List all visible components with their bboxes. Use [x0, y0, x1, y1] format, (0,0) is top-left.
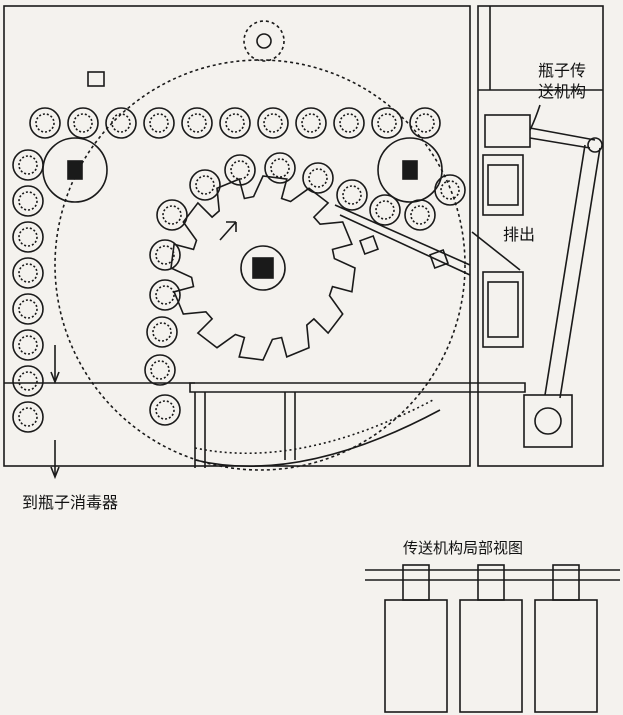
bottle-carrier	[149, 394, 181, 426]
bottle-carrier	[12, 221, 44, 253]
base-frame	[189, 382, 526, 468]
bottle-carrier	[12, 401, 44, 433]
bottle-carrier	[434, 174, 466, 206]
bottle-carrier-inner	[155, 285, 175, 305]
detail-clamp	[477, 564, 505, 601]
bottle-carrier-inner	[342, 185, 362, 205]
top-small-sprocket	[243, 20, 285, 62]
bottle-carrier-inner	[149, 113, 169, 133]
bottle-carrier	[12, 149, 44, 181]
bottle-carrier-inner	[18, 155, 38, 175]
bottle-carrier	[29, 107, 61, 139]
detail-bottle-holder	[534, 599, 598, 713]
bottle-carrier-inner	[263, 113, 283, 133]
down-arrow	[50, 345, 60, 480]
bottle-carrier-inner	[339, 113, 359, 133]
to-bottle-sterilizer-label: 到瓶子消毒器	[22, 493, 119, 512]
bottle-carrier	[404, 199, 436, 231]
bottle-carrier	[67, 107, 99, 139]
bottle-carrier	[149, 239, 181, 271]
bottle-carrier-inner	[73, 113, 93, 133]
bottle-carrier	[369, 194, 401, 226]
bottle-conveyor-label: 瓶子传 送机构	[538, 60, 586, 102]
bottle-carrier-inner	[18, 335, 38, 355]
detail-bottle-holder	[459, 599, 523, 713]
bottle-carrier	[12, 365, 44, 397]
bottle-carrier-inner	[111, 113, 131, 133]
bottle-carrier	[12, 293, 44, 325]
bottle-carrier-inner	[152, 322, 172, 342]
bottle-carrier-inner	[301, 113, 321, 133]
bottle-carrier	[264, 152, 296, 184]
bottle-carrier-inner	[35, 113, 55, 133]
bottle-carrier-chain	[12, 107, 466, 433]
bottle-carrier-inner	[270, 158, 290, 178]
detail-clamp	[552, 564, 580, 601]
bottle-carrier	[143, 107, 175, 139]
bottle-carrier	[149, 279, 181, 311]
bottle-carrier-inner	[18, 299, 38, 319]
detail-bottle-holder	[384, 599, 448, 713]
bottle-conveyor-label-line2: 送机构	[538, 82, 587, 101]
bottle-carrier-inner	[440, 180, 460, 200]
bottle-carrier	[146, 316, 178, 348]
bottle-carrier	[333, 107, 365, 139]
bottle-carrier-inner	[375, 200, 395, 220]
bottle-carrier-inner	[150, 360, 170, 380]
bottle-carrier-inner	[187, 113, 207, 133]
bottle-carrier-inner	[410, 205, 430, 225]
left-drive-sprocket	[42, 137, 108, 203]
bottle-carrier	[105, 107, 137, 139]
label-leader-line	[529, 104, 541, 131]
bottle-carrier-inner	[18, 371, 38, 391]
bottle-carrier	[144, 354, 176, 386]
bottle-carrier	[371, 107, 403, 139]
bottle-carrier-inner	[225, 113, 245, 133]
bottle-carrier	[181, 107, 213, 139]
bottle-carrier	[12, 185, 44, 217]
bottle-carrier	[12, 329, 44, 361]
bottle-carrier-inner	[18, 407, 38, 427]
bottle-conveyor-label-line1: 瓶子传	[538, 61, 587, 80]
discharge-chute	[334, 154, 524, 348]
bottle-carrier	[302, 162, 334, 194]
bottle-carrier-inner	[415, 113, 435, 133]
bottle-carrier-inner	[18, 263, 38, 283]
discharge-label: 排出	[503, 225, 536, 244]
bottle-carrier-inner	[377, 113, 397, 133]
lever-arm	[484, 114, 603, 448]
detail-clamp	[402, 564, 430, 601]
conveyor-detail-view-title: 传送机构局部视图	[403, 539, 524, 557]
bottle-carrier-inner	[195, 175, 215, 195]
bottle-carrier-inner	[230, 160, 250, 180]
bottle-carrier	[12, 257, 44, 289]
bottle-carrier	[336, 179, 368, 211]
conveyor-detail-view	[365, 564, 620, 713]
bottle-carrier	[156, 199, 188, 231]
large-toothed-wheel	[54, 59, 466, 471]
bottle-carrier	[224, 154, 256, 186]
bottle-carrier	[189, 169, 221, 201]
right-drive-sprocket	[377, 137, 443, 203]
indicator-block	[87, 71, 105, 87]
bottle-carrier-inner	[18, 191, 38, 211]
bottle-carrier	[295, 107, 327, 139]
lower-gear-arc	[194, 399, 441, 468]
bottle-carrier	[257, 107, 289, 139]
bottle-carrier-inner	[155, 400, 175, 420]
bottle-carrier-inner	[155, 245, 175, 265]
bottle-carrier	[219, 107, 251, 139]
bottle-carrier-inner	[308, 168, 328, 188]
bottle-carrier-inner	[162, 205, 182, 225]
bottle-carrier	[409, 107, 441, 139]
bottle-carrier-inner	[18, 227, 38, 247]
star-wheel	[170, 175, 356, 361]
